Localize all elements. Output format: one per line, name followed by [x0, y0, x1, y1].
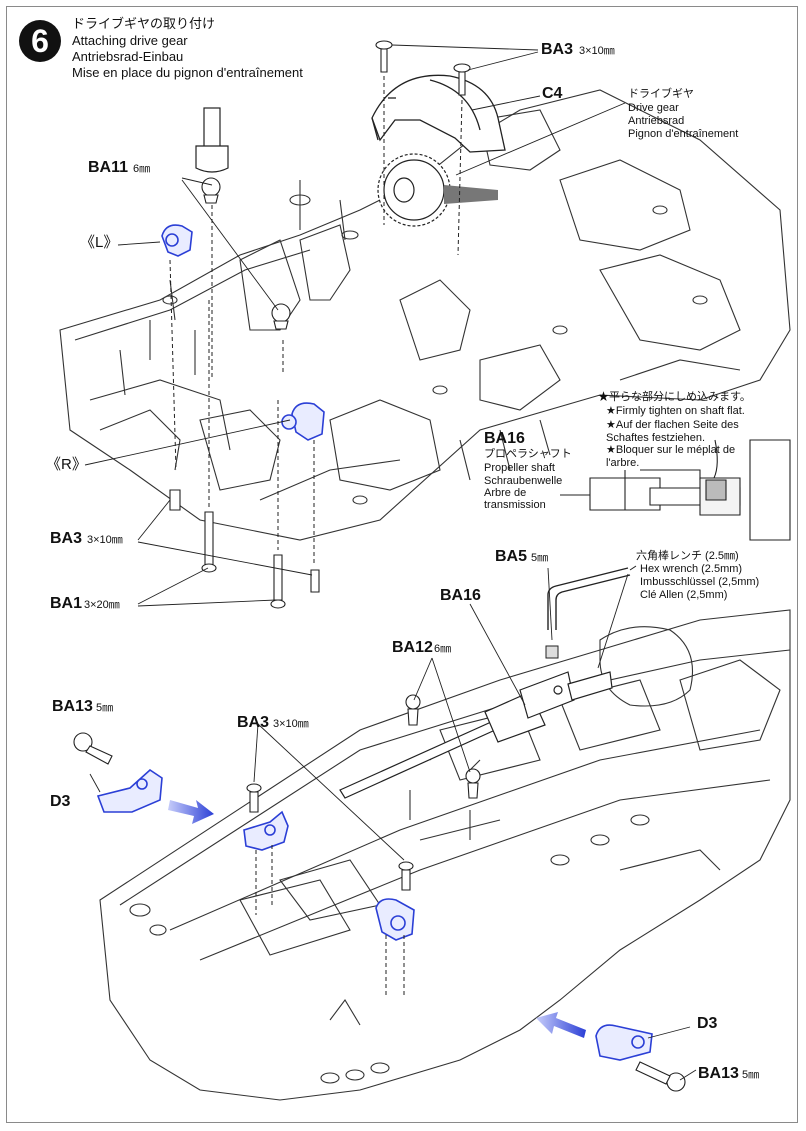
step-title-ja: ドライブギヤの取り付け	[72, 16, 216, 31]
part-label-ba3-mid: BA3	[237, 714, 270, 731]
ba13-left-bolt	[73, 732, 113, 765]
ba13-right-bolt	[635, 1061, 686, 1092]
part-label-d3-right: D3	[697, 1015, 718, 1032]
leader-lines-upper	[84, 44, 626, 607]
step-title-en: Attaching drive gear	[72, 33, 188, 48]
part-size-ba13-left: 5㎜	[96, 702, 114, 714]
hex-wrench-ja: 六角棒レンチ (2.5㎜)	[636, 550, 739, 562]
propshaft-ja: プロペラシャフト	[484, 448, 572, 460]
part-label-ba3-top: BA3	[541, 41, 574, 58]
drive-gear-en: Drive gear	[628, 102, 679, 114]
screws-lower	[246, 783, 414, 891]
part-label-c4: C4	[542, 85, 563, 102]
tighten-note-de: ★Auf der flachen Seite des Schaftes fest…	[606, 419, 739, 445]
propshaft-fr-1: Arbre de	[484, 487, 527, 499]
lower-chassis	[99, 609, 791, 1101]
part-size-ba11: 6㎜	[133, 163, 151, 175]
hex-wrench-de: Imbusschlüssel (2,5mm)	[640, 576, 760, 588]
propeller-shaft	[339, 671, 613, 799]
mount-l-blue	[161, 224, 193, 257]
d3-right-blue	[595, 1024, 653, 1061]
part-label-ba11: BA11	[88, 159, 129, 176]
hex-wrench	[547, 567, 631, 630]
screws-top	[375, 40, 471, 96]
drive-gear-de: Antriebsrad	[628, 115, 685, 127]
upper-chassis	[59, 89, 791, 541]
part-size-ba3-mid: 3×10㎜	[273, 718, 309, 730]
grub-screw-ba5	[545, 645, 559, 659]
step-title-de: Antriebsrad-Einbau	[72, 49, 184, 64]
part-label-d3-left: D3	[50, 793, 71, 810]
part-label-ba16-lower: BA16	[440, 587, 481, 604]
propshaft-en: Propeller shaft	[484, 462, 555, 474]
guide-lines-lower	[255, 845, 405, 995]
part-size-ba1: 3×20㎜	[84, 599, 120, 611]
drive-gear	[377, 153, 498, 227]
mount-r-blue	[281, 402, 325, 441]
part-size-ba12: 6㎜	[434, 643, 452, 655]
part-size-ba13-right: 5㎜	[742, 1069, 760, 1081]
part-size-ba3-top: 3×10㎜	[579, 45, 615, 57]
d3-mid-blue	[243, 810, 289, 851]
tighten-note-ja: ★平らな部分にしめ込みます。	[598, 391, 751, 403]
propshaft-fr-2: transmission	[484, 499, 546, 511]
part-size-ba5: 5㎜	[531, 552, 549, 564]
tighten-note-fr: ★Bloquer sur le méplat de l'arbre.	[606, 444, 736, 470]
screws-left	[169, 489, 320, 609]
page-frame	[6, 6, 798, 1123]
gear-cover-c4	[371, 74, 506, 153]
ball-studs-ba12	[405, 694, 481, 799]
part-label-ba3-left: BA3	[50, 530, 83, 547]
driver-tool	[195, 107, 229, 173]
ball-stud-ba11-left	[201, 177, 221, 204]
guide-lines-top	[169, 76, 463, 471]
tighten-note-en: ★Firmly tighten on shaft flat.	[606, 405, 745, 417]
step-number-badge: 6	[19, 20, 61, 62]
part-label-ba1: BA1	[50, 595, 83, 612]
guide-lines-left	[208, 300, 315, 565]
leader-lines-lower	[89, 567, 697, 1081]
d3-center-blue	[375, 898, 415, 941]
part-label-ba13-right: BA13	[698, 1065, 739, 1082]
shaft-detail-inset	[560, 439, 791, 541]
hex-wrench-fr: Clé Allen (2,5mm)	[640, 589, 728, 601]
drive-gear-ja: ドライブギヤ	[628, 88, 694, 100]
blue-arrows	[168, 800, 586, 1038]
part-size-ba3-left: 3×10㎜	[87, 534, 123, 546]
part-label-ba12: BA12	[392, 639, 433, 656]
step-title-fr: Mise en place du pignon d'entraînement	[72, 65, 303, 80]
mark-left: 《L》	[80, 234, 119, 251]
propshaft-de: Schraubenwelle	[484, 475, 563, 487]
part-label-ba5: BA5	[495, 548, 528, 565]
d3-left-blue	[96, 768, 163, 813]
mark-right: 《R》	[46, 456, 87, 473]
part-label-ba13-left: BA13	[52, 698, 93, 715]
drive-gear-fr: Pignon d'entraînement	[628, 128, 739, 140]
part-label-ba16: BA16	[484, 430, 525, 447]
ball-stud-ba11-right	[271, 303, 291, 330]
hex-wrench-en: Hex wrench (2.5mm)	[640, 563, 743, 575]
